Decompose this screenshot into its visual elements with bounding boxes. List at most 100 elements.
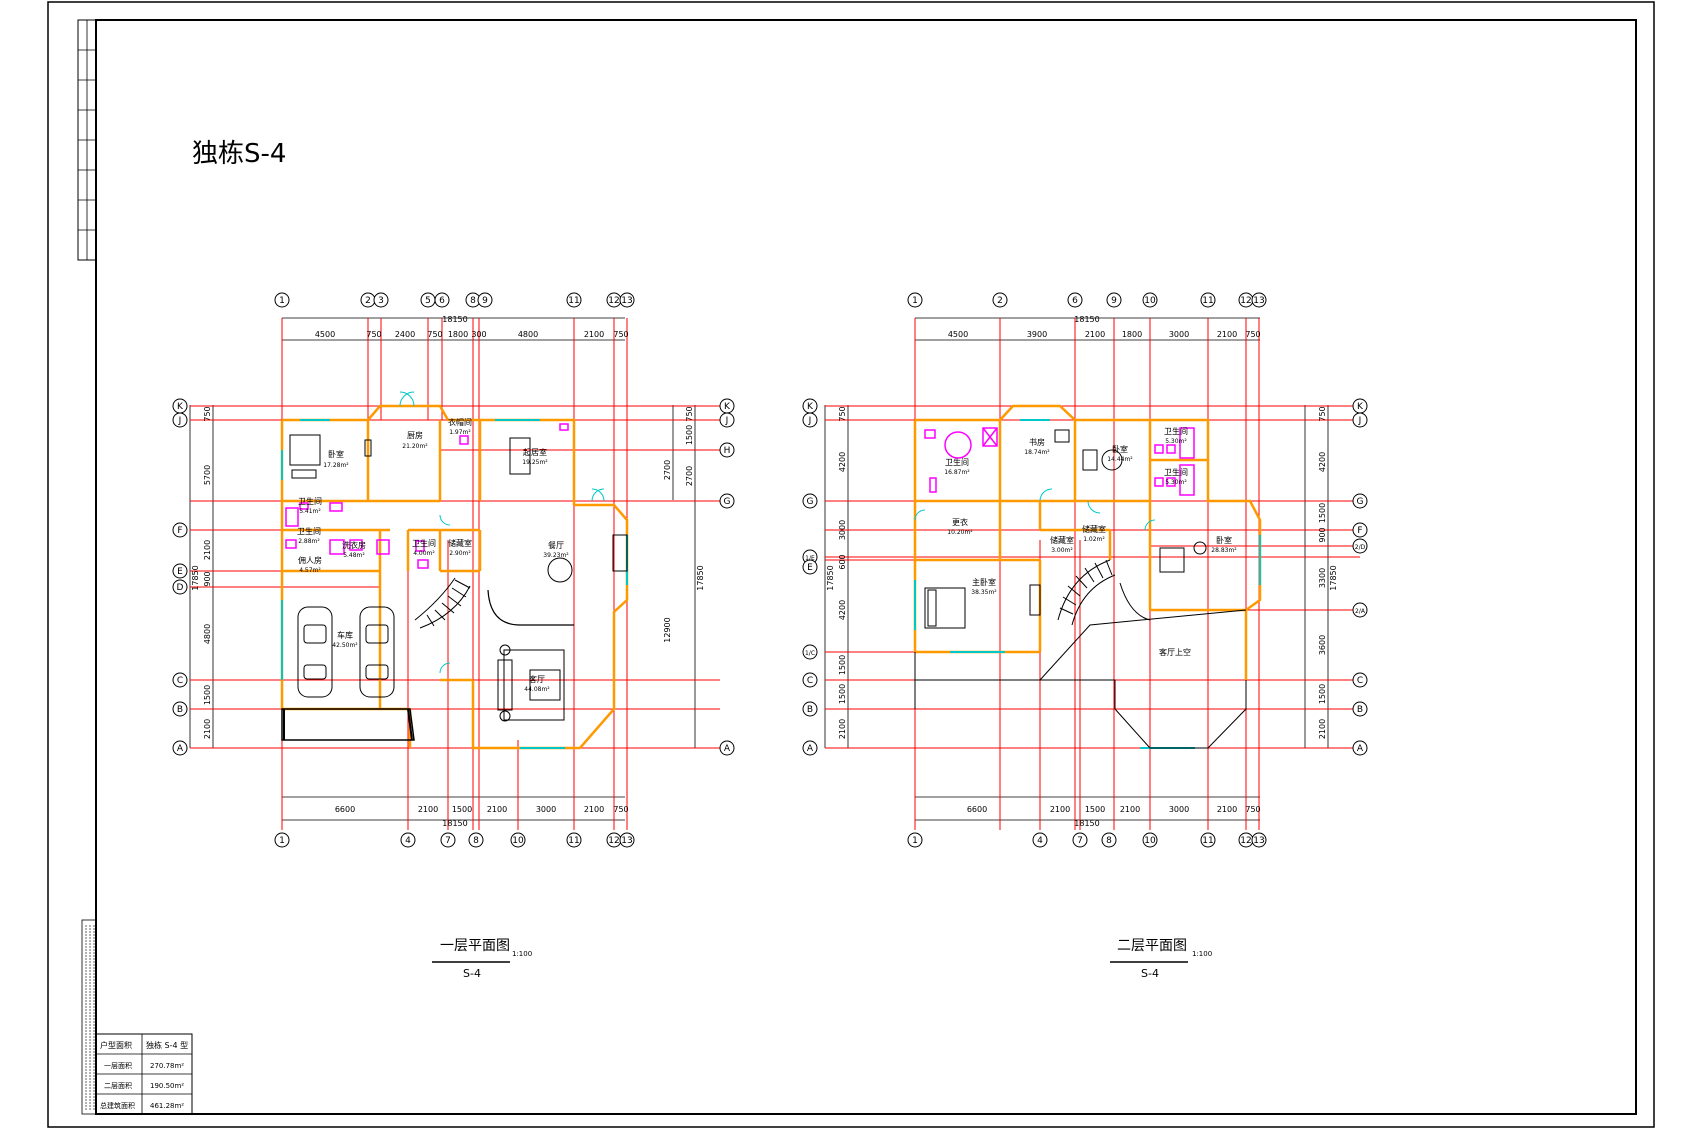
axis-label: 5 — [425, 296, 431, 306]
dim-bottom: 2100 — [584, 805, 604, 814]
axis-label: 1 — [912, 836, 918, 846]
axis-label: 9 — [482, 296, 488, 306]
area-table-header-label: 户型面积 — [100, 1040, 132, 1050]
first-floor-dimensions — [189, 317, 696, 821]
dim-right: 3300 — [1318, 568, 1327, 588]
area-table-row-value: 461.28m² — [150, 1102, 184, 1110]
room-name: 书房 — [1029, 437, 1045, 447]
axis-label: E — [177, 567, 183, 577]
room-name: 卧室 — [1216, 535, 1232, 545]
dining-partition — [487, 589, 574, 626]
axis-label: 1 — [279, 296, 285, 306]
axis-label: 2/D — [1355, 544, 1366, 551]
dim-left: 1500 — [838, 684, 847, 704]
outer-border — [47, 1, 1655, 1128]
dim-bottom: 750 — [1245, 805, 1260, 814]
room-name: 卫生间 — [412, 538, 436, 548]
room-name: 衣帽间 — [448, 417, 472, 427]
room-area: 3.00m² — [1051, 547, 1073, 554]
second-floor-axis-bubbles — [802, 292, 1368, 848]
axis-label: J — [178, 416, 182, 426]
inner-border — [95, 19, 1637, 1115]
dim-total: 17850 — [826, 565, 835, 590]
dim-bottom: 2100 — [1120, 805, 1140, 814]
first-floor-doors — [399, 391, 605, 674]
first-floor-room-labels: 卧室 17.28m² 厨房 21.20m² 衣帽间 1.97m² 起居室 19.… — [297, 417, 569, 693]
dim-top: 750 — [366, 330, 381, 339]
area-table-row-label: 二层面积 — [104, 1081, 132, 1090]
dim-bottom: 3000 — [1169, 805, 1189, 814]
axis-label: 1 — [279, 836, 285, 846]
axis-label: 10 — [1144, 296, 1156, 306]
axis-label: J — [725, 416, 729, 426]
room-area: 14.44m² — [1107, 456, 1133, 463]
dim-right: 2700 — [685, 466, 694, 486]
axis-label: 11 — [1202, 296, 1213, 306]
room-area: 5.30m² — [1165, 479, 1187, 486]
axis-label: A — [1357, 744, 1364, 754]
dim-top: 2100 — [584, 330, 604, 339]
axis-label: G — [724, 497, 731, 507]
axis-label: K — [807, 402, 814, 412]
dim-total: 18150 — [1074, 315, 1099, 324]
dim-left: 750 — [203, 406, 212, 421]
room-name: 主卧室 — [972, 577, 996, 587]
room-name: 更衣 — [952, 517, 968, 527]
room-name: 卫生间 — [945, 457, 969, 467]
axis-label: G — [1357, 497, 1364, 507]
axis-label: C — [177, 676, 183, 686]
room-area: 28.83m² — [1211, 547, 1237, 554]
axis-label: 1/E — [805, 555, 815, 562]
axis-label: C — [807, 676, 813, 686]
axis-label: G — [807, 497, 814, 507]
dim-right: 750 — [1318, 406, 1327, 421]
dim-left: 4200 — [838, 452, 847, 472]
axis-label: 7 — [445, 836, 451, 846]
room-area: 44.08m² — [524, 686, 550, 693]
axis-label: 1/C — [805, 650, 815, 657]
room-area: 21.20m² — [402, 443, 428, 450]
room-area: 4.00m² — [413, 550, 435, 557]
room-name: 卫生间 — [298, 496, 322, 506]
axis-label: 10 — [1144, 836, 1156, 846]
axis-label: 2 — [997, 296, 1003, 306]
room-area: 4.57m² — [299, 567, 321, 574]
second-floor-dim-text-vertical: 750 4200 3000 600 4200 1500 1500 2100 17… — [826, 406, 1338, 739]
room-name: 客厅上空 — [1159, 647, 1191, 657]
axis-label: 12 — [608, 296, 619, 306]
dim-left: 1500 — [203, 685, 212, 705]
room-area: 39.23m² — [543, 552, 569, 559]
axis-label: B — [1357, 705, 1363, 715]
first-floor-furniture — [289, 434, 628, 722]
dim-bottom: 2100 — [487, 805, 507, 814]
axis-label: 7 — [1077, 836, 1083, 846]
axis-label: 3 — [378, 296, 384, 306]
room-name: 卫生间 — [1164, 426, 1188, 436]
axis-label: 1 — [912, 296, 918, 306]
second-floor-doors — [914, 488, 1156, 531]
first-floor-grid — [190, 318, 720, 830]
room-area: 17.28m² — [323, 462, 349, 469]
second-floor-dimensions — [824, 317, 1329, 821]
room-area: 16.87m² — [944, 469, 970, 476]
second-floor-fixtures — [924, 427, 1195, 496]
dim-left: 900 — [203, 571, 212, 586]
room-name: 起居室 — [523, 447, 547, 457]
dim-total: 18150 — [442, 315, 467, 324]
axis-label: K — [1357, 402, 1364, 412]
room-name: 储藏室 — [1082, 524, 1106, 534]
first-floor-fixtures — [285, 423, 569, 569]
dim-right: 4200 — [1318, 452, 1327, 472]
room-area: 2.88m² — [298, 538, 320, 545]
dim-top: 1800 — [1122, 330, 1142, 339]
axis-label: D — [177, 583, 184, 593]
second-floor-scale: 1:100 — [1192, 950, 1212, 958]
axis-label: 13 — [1253, 296, 1264, 306]
axis-label: 13 — [1253, 836, 1264, 846]
dim-top: 4500 — [948, 330, 968, 339]
dim-right: 2100 — [1318, 719, 1327, 739]
room-area: 5.48m² — [343, 552, 365, 559]
second-floor-caption: 二层平面图 — [1117, 938, 1187, 954]
room-name: 卧室 — [1112, 444, 1128, 454]
axis-label: B — [807, 705, 813, 715]
